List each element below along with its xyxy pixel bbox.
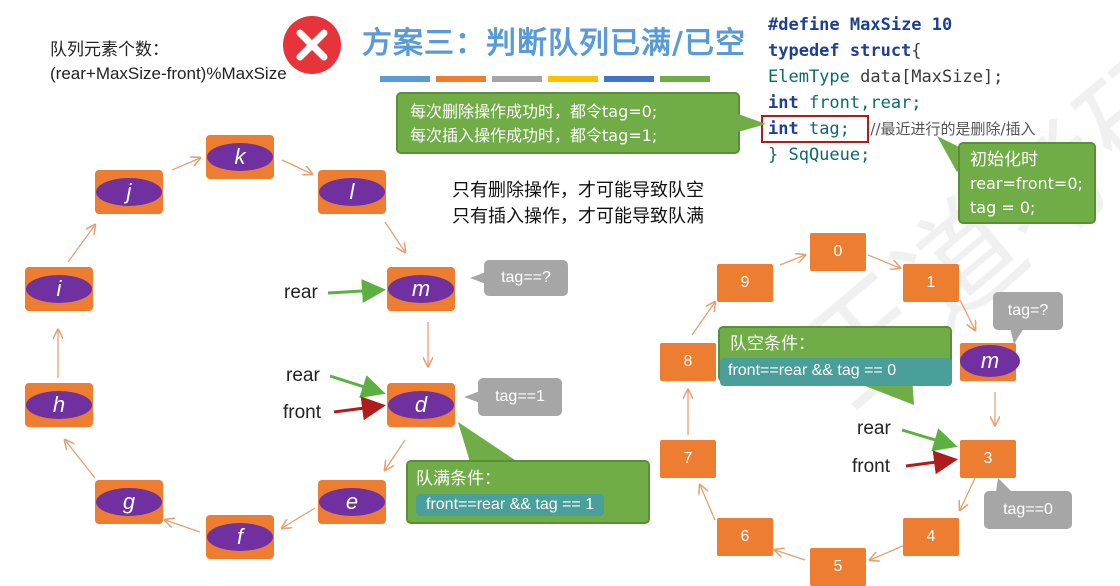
right-tag-zero-bubble: tag==0 [984,491,1072,529]
full-condition-expr: front==rear && tag == 1 [416,494,605,516]
ops-bubble-line1: 每次删除操作成功时，都令tag=0; [410,102,658,121]
tag-ops-bubble: 每次删除操作成功时，都令tag=0; 每次插入操作成功时，都令tag=1; [396,92,740,154]
close-icon [283,16,341,74]
code-define-keyword: #define [768,15,840,35]
left-node-i-label: i [26,275,92,303]
left-node-i: i [25,267,93,311]
right-node-9: 9 [717,264,773,302]
note-line1: 只有删除操作，才可能导致队空 [452,180,704,201]
full-bubble-tail [458,422,518,462]
ops-bubble-line2: 每次插入操作成功时，都令tag=1; [410,126,658,145]
formula-expression: (rear+MaxSize-front)%MaxSize [50,64,287,83]
init-bubble-line3: tag = 0; [970,198,1036,217]
left-node-d: d [387,383,455,427]
right-node-5: 5 [810,548,866,586]
left-node-h: h [25,383,93,427]
init-bubble-title: 初始化时 [970,150,1038,170]
code-block: #define MaxSize 10 typedef struct{ ElemT… [768,12,1036,168]
code-front-rear: front,rear; [798,93,922,113]
left-node-f: f [206,515,274,559]
code-data-field: data[MaxSize]; [849,67,1004,87]
ops-bubble-tail [738,114,766,132]
tag-highlight-box [761,115,869,143]
empty-full-note: 只有删除操作，才可能导致队空 只有插入操作，才可能导致队满 [452,178,704,230]
left-rear-label-m: rear [284,282,318,303]
left-node-e: e [318,480,386,524]
right-node-3: 3 [960,440,1016,478]
left-front-label-d: front [283,402,322,423]
left-node-f-label: f [207,523,273,551]
empty-condition-expr: front==rear && tag == 0 [720,358,952,386]
left-node-j-label: j [96,178,162,206]
note-line2: 只有插入操作，才可能导致队满 [452,206,704,227]
init-bubble-line2: rear=front=0; [970,174,1083,193]
right-node-6: 6 [717,518,773,556]
left-node-k: k [206,135,274,179]
code-comment: //最近进行的是删除/插入 [870,120,1036,138]
code-int-keyword-2: int [768,119,799,139]
left-tag-unknown-bubble: tag==? [484,260,568,296]
left-tag-one-tail [464,391,480,403]
left-rear-label-d: rear [286,365,320,386]
right-tag-unknown-bubble: tag=? [993,292,1063,330]
element-count-formula: 队列元素个数： (rear+MaxSize-front)%MaxSize [50,38,287,86]
left-node-k-label: k [207,143,273,171]
full-condition-bubble: 队满条件： front==rear && tag == 1 [406,460,650,524]
left-tag-unknown-tail [470,272,486,284]
right-front-label: front [852,456,891,477]
code-typedef-rest: { [911,41,922,61]
left-node-m-label: m [388,275,454,303]
left-node-e-label: e [319,488,385,516]
code-int-keyword: int [768,93,799,113]
code-struct-end: } SqQueue; [768,145,871,165]
left-node-g-label: g [96,488,162,516]
formula-label: 队列元素个数： [50,40,169,59]
full-condition-title: 队满条件： [416,469,501,489]
left-node-g: g [95,480,163,524]
right-node-0: 0 [810,233,866,271]
right-node-1: 1 [903,264,959,302]
right-tag-zero-tail [996,478,1012,492]
right-node-7: 7 [660,440,716,478]
right-tag-unknown-tail [1010,328,1024,344]
right-rear-label: rear [857,418,891,439]
code-tag-field: tag; [798,119,850,139]
left-node-m: m [387,267,455,311]
init-bubble: 初始化时 rear=front=0; tag = 0; [958,142,1096,224]
left-node-h-label: h [26,391,92,419]
left-node-l: l [318,170,386,214]
left-node-d-label: d [388,391,454,419]
page-title: 方案三：判断队列已满/已空 [362,26,746,61]
right-node-m-ellipse: m [960,345,1020,377]
right-node-8: 8 [660,343,716,381]
code-elemtype: ElemType [768,67,850,87]
left-node-l-label: l [319,178,385,206]
left-tag-one-bubble: tag==1 [478,378,562,416]
right-node-4: 4 [903,518,959,556]
left-node-j: j [95,170,163,214]
empty-condition-title: 队空条件： [730,334,815,354]
code-typedef-keyword: typedef struct [768,41,912,61]
title-color-bar [380,67,710,82]
code-define-rest: MaxSize 10 [839,15,953,35]
